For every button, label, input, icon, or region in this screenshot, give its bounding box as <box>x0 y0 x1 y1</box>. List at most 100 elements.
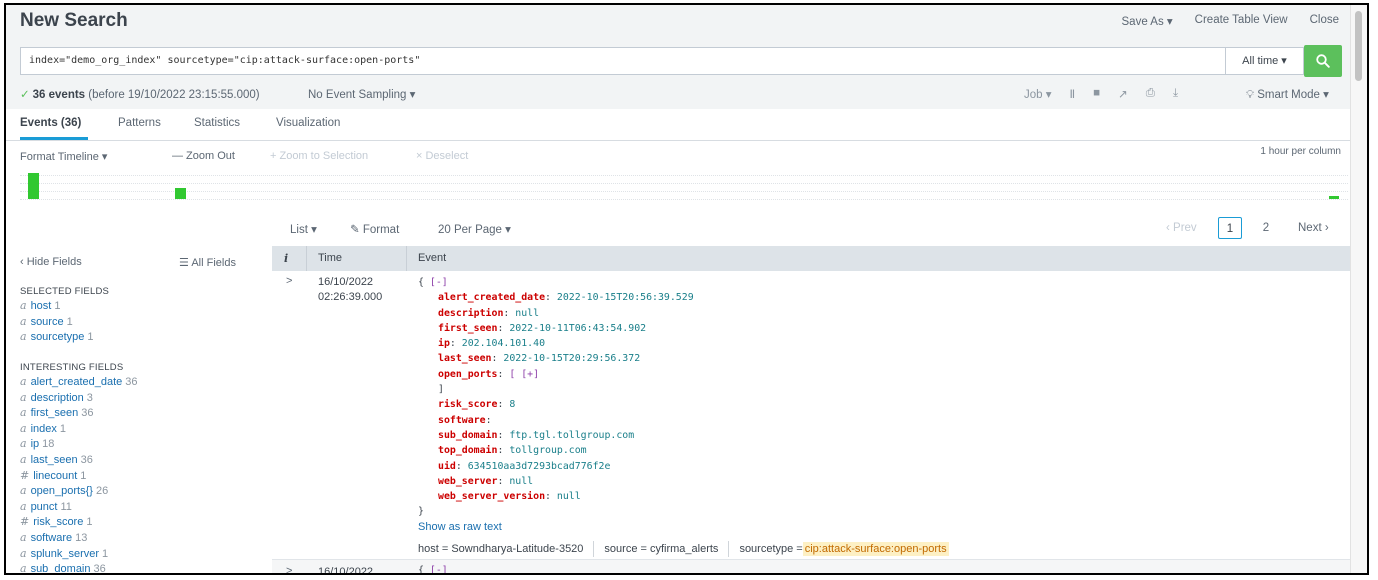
zoom-out-button[interactable]: — Zoom Out <box>172 150 235 162</box>
json-key[interactable]: alert_created_date <box>438 292 546 304</box>
show-raw-text-link[interactable]: Show as raw text <box>418 521 502 533</box>
timeline-bar[interactable] <box>175 188 186 199</box>
tab-statistics[interactable]: Statistics <box>194 117 241 129</box>
event-time[interactable]: 16/10/2022 02:26:39.000 <box>318 275 382 305</box>
share-icon[interactable]: ↗ <box>1118 89 1128 101</box>
json-key[interactable]: top_domain <box>438 445 498 457</box>
pause-icon[interactable]: Ⅱ <box>1069 89 1076 101</box>
json-value[interactable]: 634510aa3d7293bcad776f2e <box>467 460 611 472</box>
tab-visualization[interactable]: Visualization <box>276 117 341 129</box>
tab-patterns[interactable]: Patterns <box>118 117 161 129</box>
expand-event-button[interactable]: > <box>286 565 293 573</box>
info-column-header: i <box>284 252 289 265</box>
page-scrollbar[interactable] <box>1350 5 1367 573</box>
field-name: last_seen <box>30 453 78 466</box>
tab-events[interactable]: Events (36) <box>20 117 82 129</box>
field-type: a <box>20 499 27 513</box>
json-value[interactable]: 202.104.101.40 <box>461 338 546 350</box>
list-view-dropdown[interactable]: List ▾ <box>290 224 317 236</box>
format-timeline-dropdown[interactable]: Format Timeline ▾ <box>20 151 108 163</box>
create-table-view-button[interactable]: Create Table View <box>1194 14 1288 26</box>
event-sampling-dropdown[interactable]: No Event Sampling ▾ <box>308 89 416 101</box>
collapse-json-button[interactable]: [-] <box>429 277 448 288</box>
close-button[interactable]: Close <box>1309 14 1339 26</box>
json-value[interactable]: 2022-10-15T20:29:56.372 <box>503 353 641 365</box>
sourcetype-field-value[interactable]: cip:attack-surface:open-ports <box>802 542 949 556</box>
json-value[interactable]: tollgroup.com <box>509 445 587 457</box>
meta-divider <box>728 541 730 557</box>
export-icon[interactable]: ⤓ <box>1172 87 1179 99</box>
json-value[interactable]: 2022-10-11T06:43:54.902 <box>509 322 647 334</box>
host-field-value[interactable]: host = Sowndharya-Latitude-3520 <box>418 543 584 555</box>
json-value[interactable]: null <box>515 307 540 319</box>
json-key[interactable]: last_seen <box>438 353 492 365</box>
json-colon: : <box>497 399 510 411</box>
json-key[interactable]: description <box>438 307 504 319</box>
deselect-button[interactable]: × Deselect <box>416 150 469 162</box>
job-menu[interactable]: Job ▾ <box>1024 89 1052 101</box>
json-key[interactable]: ip <box>438 338 450 350</box>
all-fields-button[interactable]: ☰ All Fields <box>179 256 236 269</box>
json-key[interactable]: risk_score <box>438 399 498 411</box>
all-fields-label: All Fields <box>191 257 236 269</box>
json-key[interactable]: web_server <box>438 475 498 487</box>
field-count: 1 <box>80 469 87 482</box>
page-1-button[interactable]: 1 <box>1218 217 1242 239</box>
json-value[interactable]: ftp.tgl.tollgroup.com <box>509 429 635 441</box>
expand-array-button[interactable]: [ [+] <box>509 368 540 380</box>
json-colon: : <box>545 292 557 304</box>
prev-page-button[interactable]: ‹ Prev <box>1166 222 1197 234</box>
search-input[interactable]: index="demo_org_index" sourcetype="cip:a… <box>20 47 1226 75</box>
zoom-to-selection-button[interactable]: + Zoom to Selection <box>270 150 369 162</box>
json-key[interactable]: first_seen <box>438 322 498 334</box>
table-row: > 16/10/2022 { [-] <box>272 559 1351 573</box>
next-page-button[interactable]: Next › <box>1298 222 1329 234</box>
expand-event-button[interactable]: > <box>286 275 293 287</box>
print-icon[interactable]: ⎙ <box>1145 87 1155 99</box>
timeline-bar[interactable] <box>1329 196 1339 199</box>
format-button[interactable]: ✎ Format <box>350 222 399 236</box>
json-key[interactable]: open_ports <box>438 368 498 380</box>
json-key[interactable]: software <box>438 414 486 426</box>
search-button[interactable] <box>1304 45 1342 77</box>
json-key[interactable]: web_server_version <box>438 491 546 503</box>
json-key[interactable]: uid <box>438 460 456 472</box>
time-range-picker[interactable]: All time ▾ <box>1226 47 1304 75</box>
per-page-dropdown[interactable]: 20 Per Page ▾ <box>438 224 511 236</box>
timeline-bar[interactable] <box>28 173 39 199</box>
time-column-header[interactable]: Time <box>318 252 343 264</box>
json-key[interactable]: sub_domain <box>438 429 498 441</box>
search-bar: index="demo_org_index" sourcetype="cip:a… <box>6 39 1351 77</box>
scrollbar-thumb[interactable] <box>1355 11 1362 81</box>
event-date[interactable]: 16/10/2022 <box>318 566 374 573</box>
search-mode-dropdown[interactable]: 💡︎ Smart Mode ▾ <box>1246 87 1329 102</box>
json-value[interactable]: 2022-10-15T20:56:39.529 <box>556 292 694 304</box>
json-field: ip: 202.104.101.40 <box>418 336 694 351</box>
json-value[interactable]: 8 <box>509 399 516 411</box>
stop-icon[interactable]: ■ <box>1093 87 1101 99</box>
page-2-button[interactable]: 2 <box>1262 222 1270 234</box>
json-value[interactable]: null <box>556 491 581 503</box>
json-value[interactable]: null <box>509 475 534 487</box>
save-as-button[interactable]: Save As ▾ <box>1121 16 1173 28</box>
source-field-value[interactable]: source = cyfirma_alerts <box>604 543 719 555</box>
collapse-json-button[interactable]: [-] <box>429 565 448 573</box>
hide-fields-button[interactable]: ‹ Hide Fields <box>20 256 82 268</box>
event-timeline[interactable] <box>20 171 1348 207</box>
